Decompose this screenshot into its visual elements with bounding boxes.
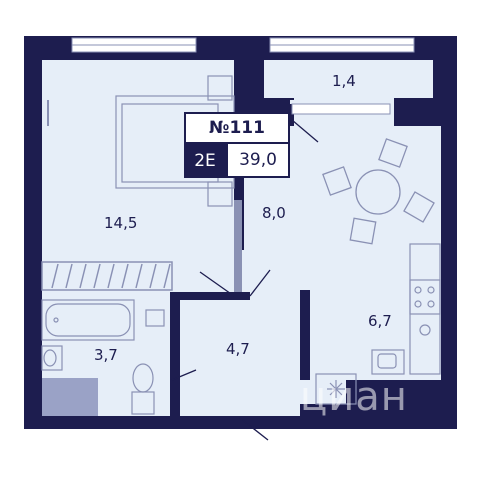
apartment-number: №111 xyxy=(184,112,290,144)
towel-rack-icon xyxy=(145,309,165,327)
apartment-badge: №111 2E 39,0 xyxy=(184,112,290,180)
sink-icon xyxy=(41,345,63,371)
balcony-floor xyxy=(263,60,433,98)
wardrobe-icon xyxy=(41,261,173,291)
washing-machine-icon xyxy=(42,378,98,416)
room-area-label: 14,5 xyxy=(104,214,138,232)
kitchen-nook-area-label: 6,7 xyxy=(368,312,392,330)
toilet-icon xyxy=(131,363,155,415)
apartment-total-area: 39,0 xyxy=(226,144,290,178)
window-door xyxy=(291,103,391,115)
apartment-type-code: 2E xyxy=(184,144,226,178)
dining-table-icon xyxy=(322,138,435,245)
balcony-area-label: 1,4 xyxy=(332,72,356,90)
bathroom-area-label: 3,7 xyxy=(94,346,118,364)
kitchen-area-label: 8,0 xyxy=(262,204,286,222)
bathtub-icon xyxy=(41,299,135,341)
hall-area-label: 4,7 xyxy=(226,340,250,358)
fridge-icon xyxy=(315,373,357,405)
kitchen-counter-icon xyxy=(371,243,441,375)
room-hall-partition xyxy=(234,200,242,296)
watermark-logo: циан xyxy=(300,374,408,420)
